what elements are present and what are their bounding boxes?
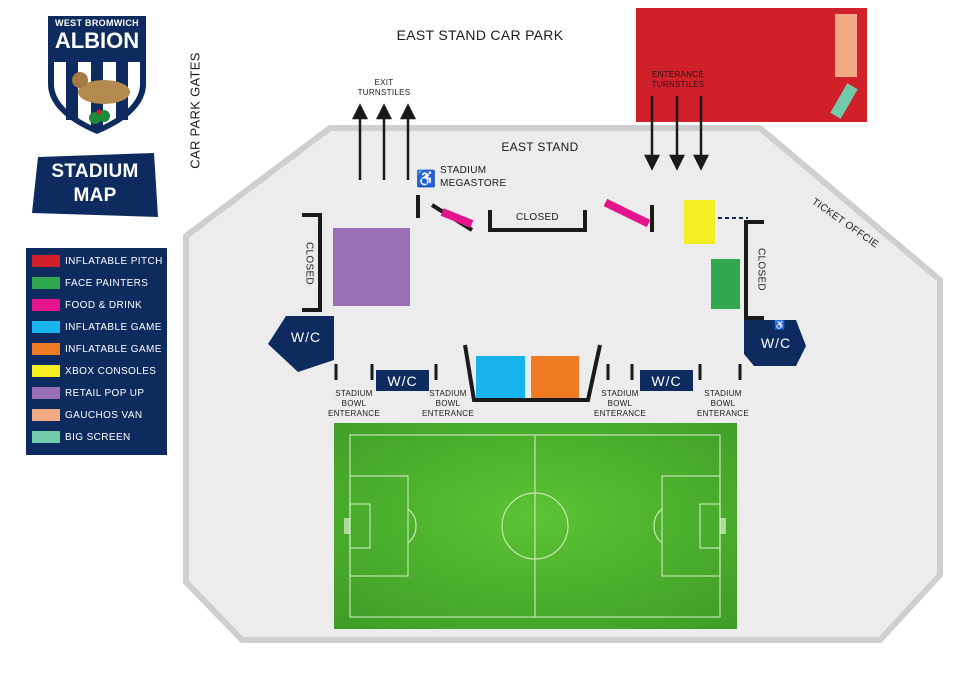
badge-line1: STADIUM xyxy=(51,161,139,182)
arrow-icon xyxy=(692,96,710,171)
logo-line2: ALBION xyxy=(54,28,140,53)
megastore-label: STADIUM MEGASTORE xyxy=(440,165,507,189)
logo-line1: WEST BROMWICH xyxy=(55,18,139,28)
legend-swatch xyxy=(32,387,60,399)
inflatable-pitch-zone xyxy=(636,8,867,122)
wc-left-shape xyxy=(268,316,334,372)
arrow-icon xyxy=(375,103,393,180)
map-legend: INFLATABLE PITCH FACE PAINTERS FOOD & DRIN… xyxy=(26,248,167,455)
bowl-entrance-2: STADIUM BOWL ENTERANCE xyxy=(421,389,475,418)
legend-swatch xyxy=(32,277,60,289)
legend-item: RETAIL POP UP xyxy=(32,386,162,400)
legend-item: INFLATABLE PITCH xyxy=(32,254,162,268)
face-painters xyxy=(711,259,740,309)
legend-item: INFLATABLE GAME xyxy=(32,320,162,334)
legend-label: INFLATABLE GAME xyxy=(65,343,162,355)
closed-left-label: CLOSED xyxy=(303,242,315,285)
football-pitch xyxy=(334,423,737,629)
legend-swatch xyxy=(32,431,60,443)
car-park-label: EAST STAND CAR PARK xyxy=(396,27,564,43)
wc-right: W/C xyxy=(760,335,792,351)
closed-right-label: CLOSED xyxy=(755,248,767,291)
stadium-map-badge: STADIUM MAP xyxy=(32,153,158,217)
legend-label: XBOX CONSOLES xyxy=(65,365,157,377)
legend-item: FOOD & DRINK xyxy=(32,298,162,312)
bowl-entrance-3: STADIUM BOWL ENTERANCE xyxy=(593,389,647,418)
club-logo: WEST BROMWICH ALBION xyxy=(46,14,148,136)
legend-item: XBOX CONSOLES xyxy=(32,364,162,378)
legend-swatch xyxy=(32,343,60,355)
wc-left: W/C xyxy=(290,329,322,345)
bowl-entrance-4: STADIUM BOWL ENTERANCE xyxy=(696,389,750,418)
legend-label: GAUCHOS VAN xyxy=(65,409,143,421)
inflatable-game-orange xyxy=(531,356,579,398)
entrance-turnstiles-label: ENTERANCE TURNSTILES xyxy=(651,70,705,89)
xbox-consoles xyxy=(684,200,715,244)
legend-swatch xyxy=(32,365,60,377)
legend-swatch xyxy=(32,299,60,311)
exit-turnstiles-label: EXIT TURNSTILES xyxy=(357,78,411,97)
legend-label: BIG SCREEN xyxy=(65,431,131,443)
legend-item: BIG SCREEN xyxy=(32,430,162,444)
legend-item: GAUCHOS VAN xyxy=(32,408,162,422)
wheelchair-icon: ♿ xyxy=(416,171,436,188)
legend-label: INFLATABLE PITCH xyxy=(65,255,163,267)
east-stand-label: EAST STAND xyxy=(501,140,579,154)
legend-swatch xyxy=(32,255,60,267)
legend-label: RETAIL POP UP xyxy=(65,387,145,399)
legend-swatch xyxy=(32,321,60,333)
arrow-icon xyxy=(351,103,369,180)
legend-item: INFLATABLE GAME xyxy=(32,342,162,356)
closed-center-label: CLOSED xyxy=(516,212,559,223)
legend-label: FACE PAINTERS xyxy=(65,277,149,289)
arrow-icon xyxy=(399,103,417,180)
legend-label: FOOD & DRINK xyxy=(65,299,143,311)
retail-popup xyxy=(333,228,410,306)
legend-swatch xyxy=(32,409,60,421)
wc-bowl-left: W/C xyxy=(376,370,429,391)
arrow-icon xyxy=(643,96,661,171)
arrow-icon xyxy=(668,96,686,171)
legend-label: INFLATABLE GAME xyxy=(65,321,162,333)
bowl-entrance-1: STADIUM BOWL ENTERANCE xyxy=(327,389,381,418)
legend-item: FACE PAINTERS xyxy=(32,276,162,290)
badge-line2: MAP xyxy=(73,185,117,206)
wc-right-shape xyxy=(744,320,806,366)
wc-bowl-right: W/C xyxy=(640,370,693,391)
wheelchair-icon: ♿ xyxy=(774,320,786,330)
inflatable-game-blue xyxy=(476,356,525,398)
gauchos-van xyxy=(835,14,857,77)
